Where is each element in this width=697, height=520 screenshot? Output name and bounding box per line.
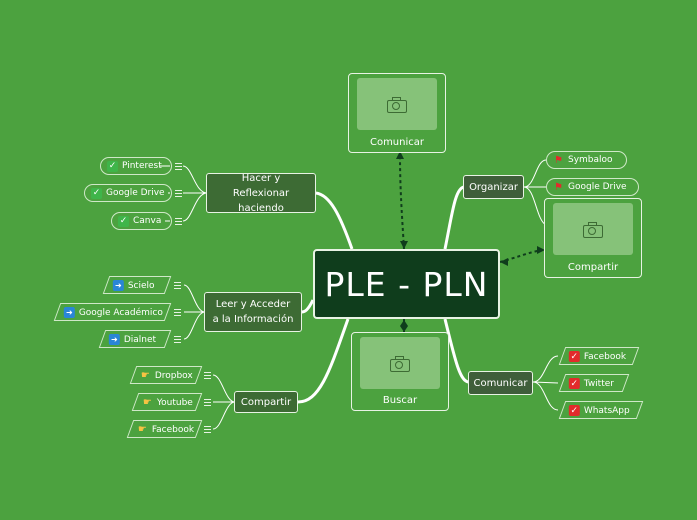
leaf-youtube[interactable]: ☛ Youtube [131,393,203,411]
menu-icon[interactable] [204,426,211,433]
menu-icon[interactable] [175,218,182,225]
camera-icon [390,355,410,372]
red-check-icon: ✓ [569,350,580,362]
leaf-twitter[interactable]: ✓ Twitter [558,374,630,392]
leaf-label: Google Académico [79,307,164,317]
check-icon: ✓ [91,187,102,199]
arrow-right-icon: ➜ [64,306,75,318]
leaf-google-academico[interactable]: ➜ Google Académico [53,303,172,321]
branch-comunicar[interactable]: Comunicar [468,371,533,395]
leaf-label: Canva [133,216,162,226]
branch-label-line1: Leer y Acceder [215,299,291,310]
leaf-label: Youtube [157,397,193,407]
image-card-comunicar[interactable]: Comunicar [348,73,446,153]
leaf-google-drive-organizar[interactable]: ⚑ Google Drive [546,178,639,196]
leaf-label: Symbaloo [568,155,613,165]
leaf-facebook[interactable]: ☛ Facebook [126,420,203,438]
leaf-label: WhatsApp [584,405,630,415]
camera-icon [583,221,603,238]
arrow-right-icon: ➜ [113,279,124,291]
menu-icon[interactable] [204,372,211,379]
image-card-label: Comunicar [369,137,425,148]
branch-label-line2: a la Información [212,314,294,325]
branch-label: Comunicar [473,377,528,389]
leaf-label: Scielo [128,280,155,290]
branch-compartir[interactable]: Compartir [234,391,298,413]
arrow-right-icon: ➜ [109,333,120,345]
branch-label: Compartir [240,396,292,408]
flag-icon: ⚑ [554,154,563,166]
check-icon: ✓ [118,215,129,227]
image-card-compartir[interactable]: Compartir [544,198,642,278]
leaf-label: Twitter [584,378,615,388]
camera-icon [387,96,407,113]
leaf-facebook-comunicar[interactable]: ✓ Facebook [558,347,640,365]
red-check-icon: ✓ [569,404,580,416]
leaf-canva[interactable]: ✓ Canva [111,212,172,230]
flag-icon: ⚑ [554,181,563,193]
branch-label-line2: haciendo [238,202,284,214]
leaf-dialnet[interactable]: ➜ Dialnet [98,330,172,348]
leaf-symbaloo[interactable]: ⚑ Symbaloo [546,151,627,169]
leaf-whatsapp[interactable]: ✓ WhatsApp [558,401,644,419]
leaf-label: Facebook [584,351,627,361]
image-placeholder [360,337,440,389]
central-topic-label: PLE - PLN [324,264,489,304]
pointing-hand-icon: ☛ [138,423,147,435]
leaf-label: Google Drive [106,188,165,198]
branch-organizar[interactable]: Organizar [463,175,524,199]
leaf-google-drive[interactable]: ✓ Google Drive [84,184,172,202]
leaf-label: Facebook [152,424,195,434]
leaf-dropbox[interactable]: ☛ Dropbox [129,366,203,384]
image-placeholder [357,78,437,130]
branch-hacer-reflexionar[interactable]: Hacer y Reflexionar haciendo [206,172,316,214]
red-check-icon: ✓ [569,377,580,389]
leaf-label: Dropbox [155,370,193,380]
branch-label-line1: Hacer y Reflexionar [232,172,290,199]
pointing-hand-icon: ☛ [141,369,150,381]
leaf-pinterest[interactable]: ✓ Pinterest [100,157,172,175]
image-card-label: Buscar [382,395,418,406]
menu-icon[interactable] [175,190,182,197]
menu-icon[interactable] [174,309,181,316]
menu-icon[interactable] [174,336,181,343]
image-placeholder [553,203,633,255]
image-card-buscar[interactable]: Buscar [351,332,449,411]
menu-icon[interactable] [175,163,182,170]
leaf-label: Pinterest [122,161,162,171]
leaf-scielo[interactable]: ➜ Scielo [102,276,172,294]
image-card-label: Compartir [567,262,619,273]
leaf-label: Google Drive [568,182,627,192]
leaf-label: Dialnet [124,334,157,344]
central-topic[interactable]: PLE - PLN [313,249,500,319]
menu-icon[interactable] [204,399,211,406]
branch-label: Organizar [469,181,518,193]
pointing-hand-icon: ☛ [143,396,152,408]
branch-leer-acceder[interactable]: Leer y Acceder a la Información [204,292,302,332]
check-icon: ✓ [107,160,118,172]
menu-icon[interactable] [174,282,181,289]
